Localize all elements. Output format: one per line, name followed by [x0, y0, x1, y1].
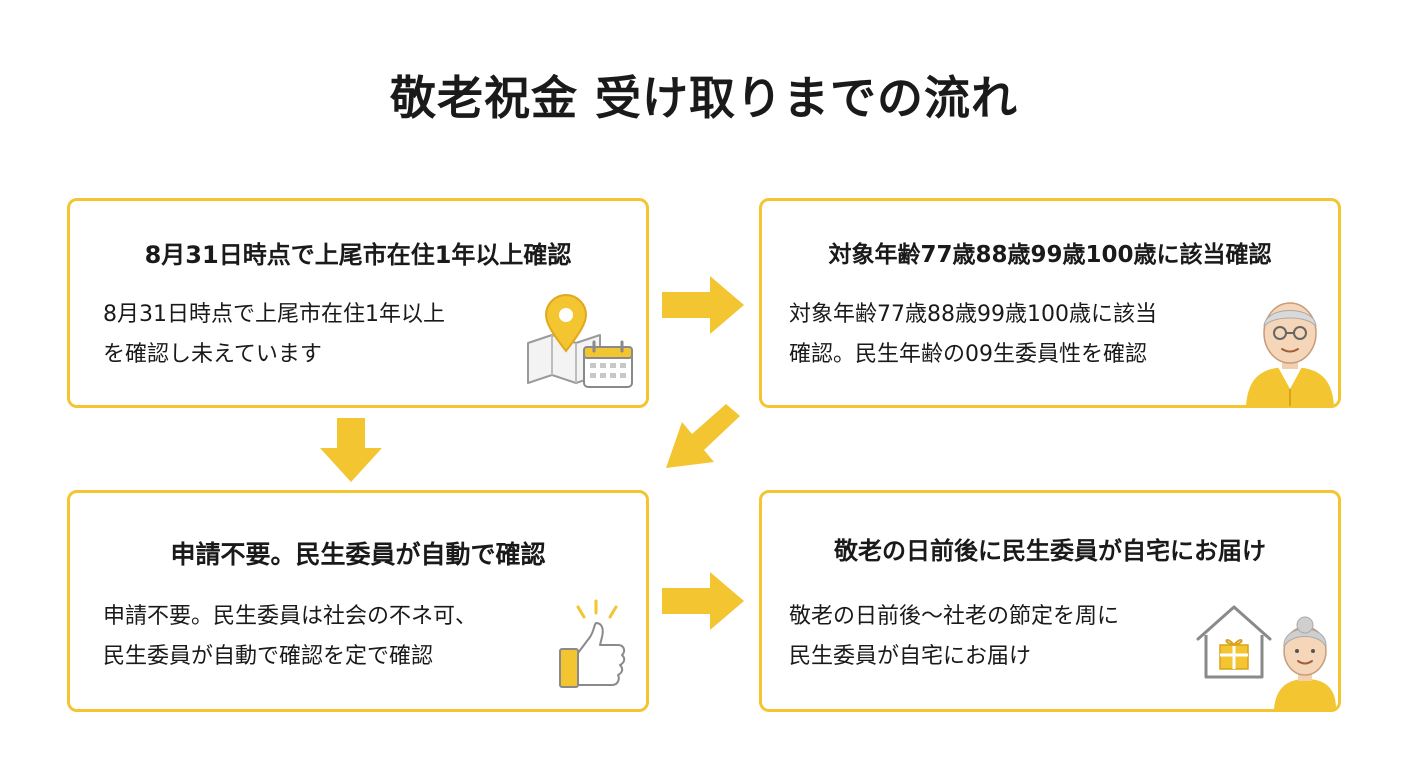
- step-card-1: 8月31日時点で上尾市在住1年以上確認 8月31日時点で上尾市在住1年以上 を確…: [67, 198, 649, 408]
- house-gift-elderly-woman-icon: [1196, 605, 1336, 709]
- step-3-heading: 申請不要。民生委員が自動で確認: [170, 540, 546, 569]
- thumbs-up-icon: [559, 599, 626, 688]
- step-4-description: 敬老の日前後〜社老の節定を周に 民生委員が自宅にお届け: [789, 597, 1119, 677]
- elderly-man-icon: [1246, 302, 1334, 406]
- arrow-right-step3-to-step4: [662, 572, 744, 630]
- step-2-description: 対象年齢77歳88歳99歳100歳に該当 確認。民生年齢の09生委員性を確認: [789, 295, 1157, 375]
- step-card-2: 対象年齢77歳88歳99歳100歳に該当確認 対象年齢77歳88歳99歳100歳…: [759, 198, 1341, 408]
- step-2-line-2: 確認。民生年齢の09生委員性を確認: [789, 342, 1147, 367]
- step-1-line-2: を確認し未えています: [103, 342, 322, 367]
- step-4-line-1: 敬老の日前後〜社老の節定を周に: [789, 604, 1120, 629]
- step-card-4: 敬老の日前後に民生委員が自宅にお届け 敬老の日前後〜社老の節定を周に 民生委員が…: [759, 490, 1341, 712]
- map-pin-calendar-icon: [527, 294, 633, 388]
- step-2-line-1: 対象年齢77歳88歳99歳100歳に該当: [789, 302, 1157, 327]
- step-3-description: 申請不要。民生委員は社会の不ネ可、 民生委員が自動で確認を定で確認: [103, 597, 477, 677]
- step-1-line-1: 8月31日時点で上尾市在住1年以上: [103, 302, 445, 327]
- step-3-line-1: 申請不要。民生委員は社会の不ネ可、: [103, 604, 478, 629]
- step-4-line-2: 民生委員が自宅にお届け: [789, 644, 1032, 669]
- step-1-heading: 8月31日時点で上尾市在住1年以上確認: [144, 241, 572, 269]
- page-title: 敬老祝金 受け取りまでの流れ: [389, 71, 1018, 125]
- step-4-heading: 敬老の日前後に民生委員が自宅にお届け: [834, 537, 1266, 565]
- arrow-down-step1-to-step3: [320, 418, 382, 482]
- step-card-3: 申請不要。民生委員が自動で確認 申請不要。民生委員は社会の不ネ可、 民生委員が自…: [67, 490, 649, 712]
- arrow-right-step1-to-step2: [662, 276, 744, 334]
- step-2-heading: 対象年齢77歳88歳99歳100歳に該当確認: [828, 242, 1272, 268]
- arrow-diagonal-step2-to-step3: [666, 404, 740, 468]
- step-1-description: 8月31日時点で上尾市在住1年以上 を確認し未えています: [103, 295, 445, 375]
- step-3-line-2: 民生委員が自動で確認を定で確認: [103, 644, 434, 669]
